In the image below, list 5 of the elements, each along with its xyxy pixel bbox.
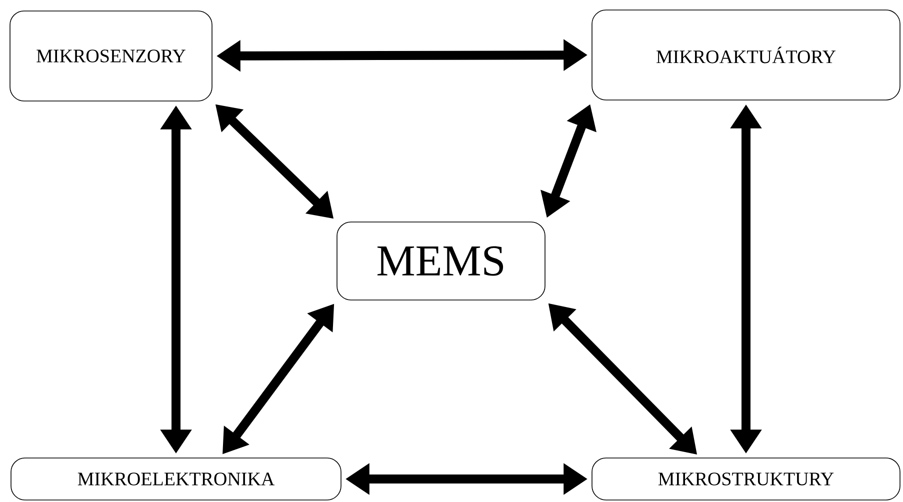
term-box: MIKROELEKTRONIKA xyxy=(10,458,342,500)
term-box: MIKROSTRUKTURY xyxy=(592,458,900,500)
term-box: MEMS xyxy=(336,222,546,300)
term-box: MIKROAKTUÁTORY xyxy=(592,10,900,100)
term-box: MIKROSENZORY xyxy=(10,10,212,102)
